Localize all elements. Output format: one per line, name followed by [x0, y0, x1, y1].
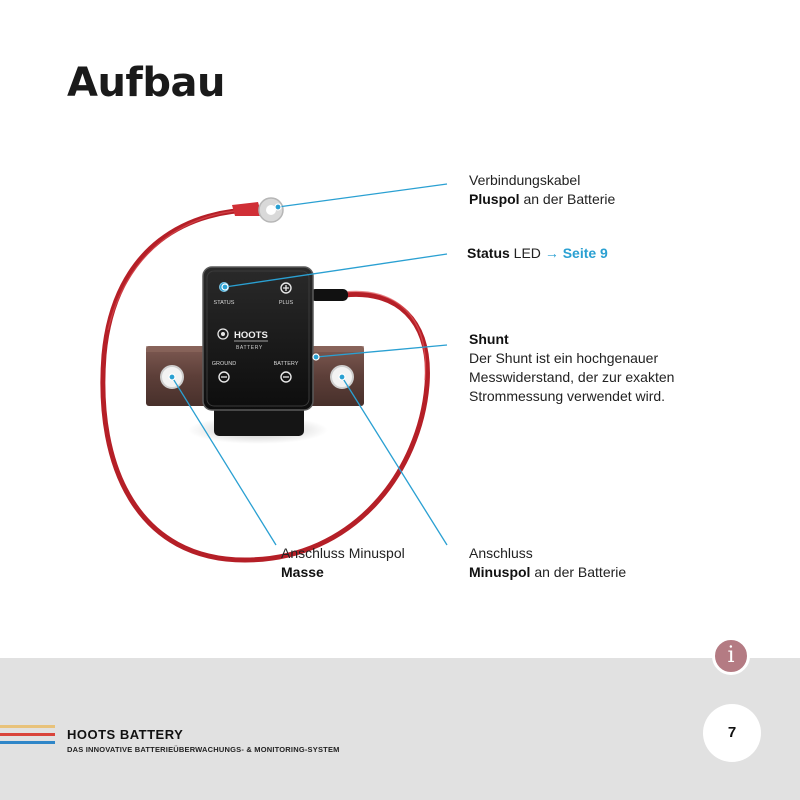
callout-dot: [221, 283, 229, 291]
label-status-led: Status LED → Seite 9: [467, 245, 608, 261]
device-label-battery: BATTERY: [274, 361, 299, 367]
device-brand-sub: BATTERY: [236, 345, 263, 351]
monitor-device: STATUS PLUS HOOTS BATTERY GROUND BATTERY: [188, 266, 328, 444]
ground-terminal-icon: [218, 371, 230, 383]
label-battery-connection: Anschluss Minuspol an der Batterie: [469, 545, 627, 580]
device-label-plus: PLUS: [279, 300, 294, 306]
footer: [0, 658, 800, 800]
callout-dot: [338, 373, 346, 381]
callout-dot: [274, 203, 282, 211]
footer-brand: HOOTS BATTERY: [67, 727, 184, 742]
label-shunt: Shunt Der Shunt ist ein hochgenauer Mess…: [469, 331, 675, 404]
callout-dot: [312, 353, 320, 361]
device-label-ground: GROUND: [212, 361, 236, 367]
callout-dot: [168, 373, 176, 381]
label-connection-cable: Verbindungskabel Pluspol an der Batterie: [469, 172, 616, 207]
device-brand: HOOTS: [234, 330, 268, 341]
callout-lines: [168, 183, 448, 546]
footer-stripe: [0, 725, 55, 728]
link-page-9[interactable]: → Seite 9: [544, 245, 608, 261]
footer-tagline: DAS INNOVATIVE BATTERIEÜBERWACHUNGS- & M…: [67, 745, 340, 754]
plus-terminal-icon: [280, 282, 292, 294]
info-icon[interactable]: i: [712, 637, 750, 675]
hoots-logo-icon: [217, 328, 229, 340]
page-title: Aufbau: [67, 60, 225, 106]
label-ground-connection: Anschluss Minuspol Masse: [281, 545, 405, 580]
footer-stripe: [0, 733, 55, 736]
device-diagram: STATUS PLUS HOOTS BATTERY GROUND BATTERY: [100, 183, 448, 563]
device-label-status: STATUS: [214, 300, 235, 306]
footer-stripe: [0, 741, 55, 744]
page-number: 7: [703, 704, 761, 762]
battery-terminal-icon: [280, 371, 292, 383]
